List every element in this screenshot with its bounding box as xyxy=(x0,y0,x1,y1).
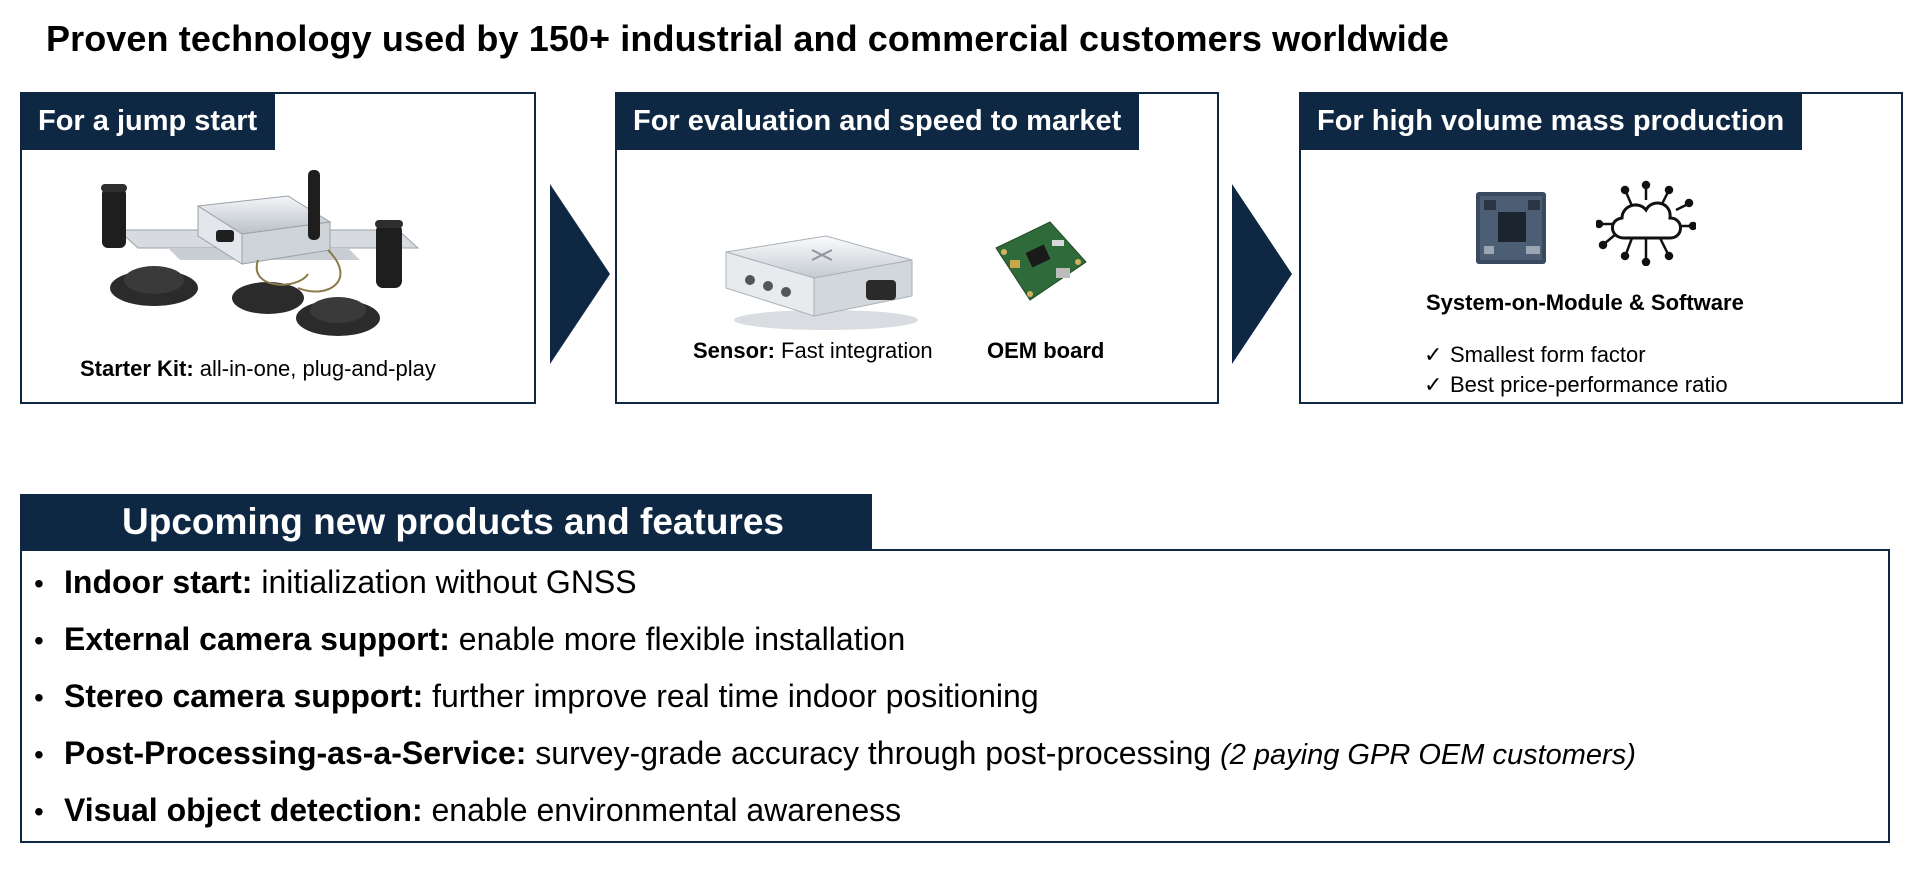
feature-name: Stereo camera support: xyxy=(64,678,424,714)
list-item: • Post-Processing-as-a-Service: survey-gr… xyxy=(34,728,1636,785)
page-title: Proven technology used by 150+ industria… xyxy=(46,18,1450,59)
sensor-image xyxy=(725,235,918,330)
list-item: • Stereo camera support: further improve … xyxy=(34,671,1636,728)
check-text: Best price-performance ratio xyxy=(1450,372,1728,397)
check-row: ✓ Best price-performance ratio xyxy=(1424,370,1728,400)
starter-kit-description: all-in-one, plug-and-play xyxy=(193,356,436,381)
starter-kit-label: Starter Kit: xyxy=(80,356,194,381)
list-item: • Indoor start: initialization without GN… xyxy=(34,557,1636,614)
bullet-icon: • xyxy=(34,568,44,599)
bullet-icon: • xyxy=(34,796,44,827)
panel-tag-evaluation: For evaluation and speed to market xyxy=(615,92,1140,150)
panel-evaluation: For evaluation and speed to market xyxy=(615,92,1219,404)
chevron-right-icon xyxy=(1232,184,1292,364)
check-icon: ✓ xyxy=(1424,342,1443,367)
som-title: System-on-Module & Software xyxy=(1426,290,1744,316)
upcoming-features-box xyxy=(20,549,1890,843)
sensor-caption: Sensor: Fast integration xyxy=(693,338,933,364)
chevron-right-icon xyxy=(550,184,610,364)
bullet-icon: • xyxy=(34,682,44,713)
list-item: • External camera support: enable more fl… xyxy=(34,614,1636,671)
starter-kit-image xyxy=(101,170,420,336)
bullet-icon: • xyxy=(34,625,44,656)
feature-description: enable more flexible installation xyxy=(449,621,906,657)
check-text: Smallest form factor xyxy=(1450,342,1646,367)
upcoming-title: Upcoming new products and features xyxy=(20,494,872,550)
check-row: ✓ Smallest form factor xyxy=(1424,340,1728,370)
som-title-text: System-on-Module & Software xyxy=(1426,290,1744,315)
oem-board-text: OEM board xyxy=(987,338,1105,363)
chip-icon xyxy=(1476,192,1546,264)
sensor-description: Fast integration xyxy=(774,338,933,363)
check-icon: ✓ xyxy=(1424,372,1443,397)
starter-kit-caption: Starter Kit: all-in-one, plug-and-play xyxy=(80,356,436,382)
feature-description: survey-grade accuracy through post-proce… xyxy=(526,735,1221,771)
feature-name: Post-Processing-as-a-Service: xyxy=(64,735,527,771)
feature-description: further improve real time indoor positio… xyxy=(423,678,1039,714)
oem-board-image xyxy=(995,221,1087,301)
feature-note: (2 paying GPR OEM customers) xyxy=(1220,739,1636,771)
feature-name: External camera support: xyxy=(64,621,450,657)
feature-checklist: ✓ Smallest form factor ✓ Best price-perfor… xyxy=(1424,340,1728,400)
list-item: • Visual object detection: enable environ… xyxy=(34,785,1636,842)
panel-tag-mass-production: For high volume mass production xyxy=(1299,92,1803,150)
oem-board-label: OEM board xyxy=(987,338,1104,364)
panel-jump-start: For a jump start xyxy=(20,92,536,404)
panel-tag-jump-start: For a jump start xyxy=(20,92,276,150)
feature-name: Visual object detection: xyxy=(64,792,423,828)
cloud-network-icon xyxy=(1596,180,1696,266)
feature-description: enable environmental awareness xyxy=(422,792,902,828)
bullet-icon: • xyxy=(34,739,44,770)
feature-name: Indoor start: xyxy=(64,564,253,600)
sensor-label: Sensor: xyxy=(693,338,775,363)
upcoming-feature-list: • Indoor start: initialization without GN… xyxy=(34,557,1636,842)
feature-description: initialization without GNSS xyxy=(252,564,637,600)
